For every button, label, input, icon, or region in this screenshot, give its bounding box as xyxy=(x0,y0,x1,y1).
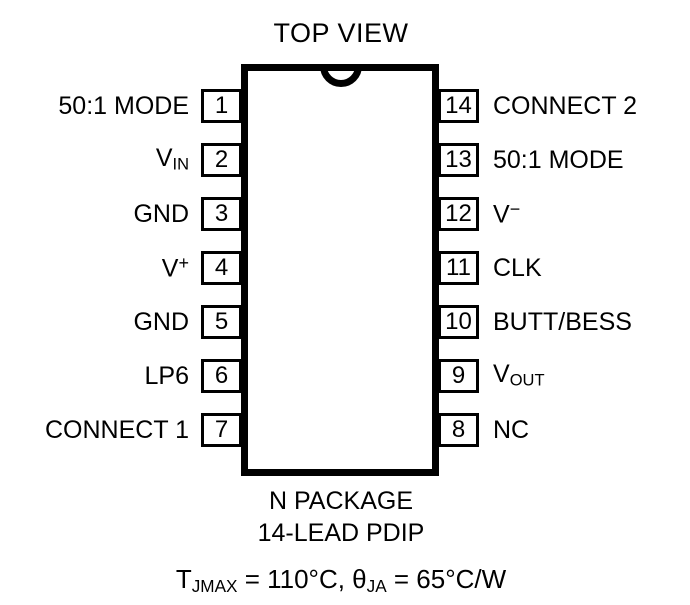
pin-row-3: GND 3 xyxy=(0,197,242,231)
pin-row-13: 13 50:1 MODE xyxy=(438,143,690,177)
pin-label-9: VOUT xyxy=(493,360,545,391)
pin-label-1: 50:1 MODE xyxy=(58,91,189,120)
package-name-caption: N PACKAGE xyxy=(268,487,414,515)
pin-row-4: V+ 4 xyxy=(0,251,242,285)
pin-box-8[interactable]: 8 xyxy=(438,413,479,447)
pin-box-9[interactable]: 9 xyxy=(438,359,479,393)
pin-label-12: V− xyxy=(493,199,521,229)
pin-row-12: 12 V− xyxy=(438,197,690,231)
pin-row-14: 14 CONNECT 2 xyxy=(438,89,690,123)
pin-box-6[interactable]: 6 xyxy=(201,359,242,393)
pin-label-14: CONNECT 2 xyxy=(493,91,638,120)
pin-box-5[interactable]: 5 xyxy=(201,305,242,339)
pin-row-2: VIN 2 xyxy=(0,143,242,177)
pin-box-14[interactable]: 14 xyxy=(438,89,479,123)
pin-label-10: BUTT/BESS xyxy=(493,307,632,336)
pin-row-11: 11 CLK xyxy=(438,251,690,285)
pin-box-13[interactable]: 13 xyxy=(438,143,479,177)
pin-box-3[interactable]: 3 xyxy=(201,197,242,231)
pin-row-5: GND 5 xyxy=(0,305,242,339)
pin-label-5: GND xyxy=(133,307,189,336)
package-notch-icon xyxy=(320,64,362,91)
pin-box-12[interactable]: 12 xyxy=(438,197,479,231)
pin-box-7[interactable]: 7 xyxy=(201,413,242,447)
pin-label-13: 50:1 MODE xyxy=(493,145,624,174)
pin-label-2: VIN xyxy=(155,144,189,175)
tjmax-symbol: TJMAX xyxy=(175,564,238,596)
pin-label-7: CONNECT 1 xyxy=(44,415,189,444)
page-title: TOP VIEW xyxy=(273,18,409,48)
pin-box-4[interactable]: 4 xyxy=(201,251,242,285)
pin-row-7: CONNECT 1 7 xyxy=(0,413,242,447)
pin-row-8: 8 NC xyxy=(438,413,690,447)
pin-box-2[interactable]: 2 xyxy=(201,143,242,177)
pin-label-6: LP6 xyxy=(144,361,189,390)
pin-row-1: 50:1 MODE 1 xyxy=(0,89,242,123)
theta-ja-value: = 65°C/W xyxy=(386,564,507,594)
pin-label-8: NC xyxy=(493,415,530,444)
pin-box-11[interactable]: 11 xyxy=(438,251,479,285)
pin-label-11: CLK xyxy=(493,253,542,282)
pin-label-4: V+ xyxy=(161,253,189,283)
thermal-spec-caption: TJMAX = 110°C, θJA = 65°C/W xyxy=(0,566,682,595)
theta-ja-symbol: θJA xyxy=(352,564,387,596)
lead-count-caption: 14-LEAD PDIP xyxy=(257,519,425,547)
pin-box-1[interactable]: 1 xyxy=(201,89,242,123)
tjmax-value: = 110°C, xyxy=(237,564,353,594)
pin-row-9: 9 VOUT xyxy=(438,359,690,393)
pin-label-3: GND xyxy=(133,199,189,228)
package-body-outline xyxy=(241,64,439,476)
pin-box-10[interactable]: 10 xyxy=(438,305,479,339)
pin-row-6: LP6 6 xyxy=(0,359,242,393)
pin-row-10: 10 BUTT/BESS xyxy=(438,305,690,339)
